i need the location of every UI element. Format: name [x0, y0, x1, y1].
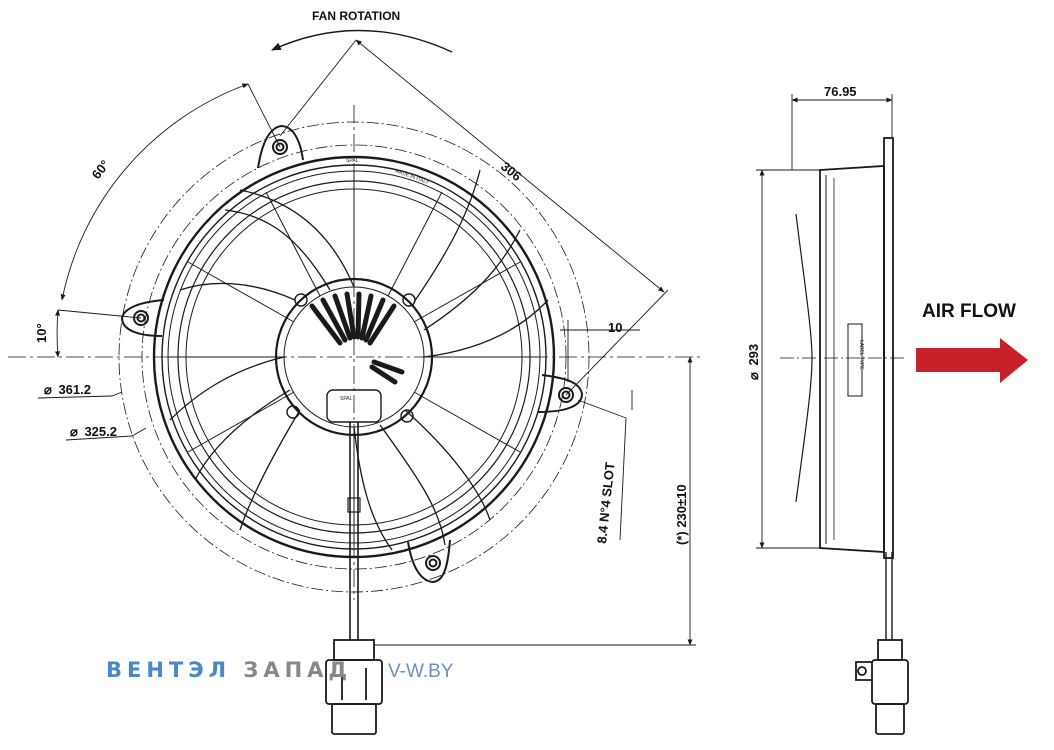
connector-side [855, 639, 909, 735]
dim-d325-text: 325.2 [84, 424, 117, 439]
dim-306-line [355, 39, 665, 293]
leader-d325 [65, 427, 147, 441]
dim-230-text: (*) 230±10 [674, 484, 689, 545]
dim-306-text: 306 [498, 159, 524, 184]
front-dimensions [37, 39, 696, 646]
dim-60deg-text: 60° [89, 157, 113, 182]
watermark-brand: ВЕНТЭЛ ЗАПАД [106, 658, 352, 682]
frame-brand-mark: SPAL [346, 158, 359, 164]
watermark-site: V-W.BY [388, 661, 454, 682]
frame-ring-2 [161, 164, 547, 550]
leader-slot [577, 399, 627, 541]
label-plate-brand: SPAL [340, 396, 353, 402]
mounting-ear-top [257, 124, 304, 169]
mounting-ear-right [537, 374, 584, 413]
dim-60deg-arc [60, 83, 249, 301]
air-flow-arrow [916, 338, 1028, 383]
diameter-symbol: ⌀ [70, 424, 78, 439]
motor-inner-ring [283, 286, 425, 428]
watermark-part1: ВЕНТЭЛ [106, 658, 231, 682]
diameter-symbol: ⌀ [746, 372, 761, 380]
dim-d325-group: ⌀ 325.2 [70, 424, 117, 439]
frame-outer-ring [152, 155, 556, 559]
side-label [847, 323, 863, 397]
circle-361 [118, 121, 590, 593]
dim-10-text: 10 [608, 320, 622, 335]
motor-screws [286, 293, 416, 423]
motor-housing [274, 277, 434, 437]
fan-rotation-arrow [271, 29, 453, 53]
diameter-symbol: ⌀ [44, 382, 52, 397]
leader-d361 [37, 391, 123, 399]
watermark-part2: ЗАПАД [243, 658, 352, 682]
mounting-ear-bottom [407, 539, 451, 584]
side-view: LABEL TYPE [780, 137, 909, 735]
front-view: SPAL SPAL MADE IN ITALY [8, 29, 700, 735]
dim-d293-text: 293 [746, 344, 761, 366]
side-flange [883, 137, 894, 559]
side-body [819, 165, 885, 553]
dim-10deg-arc [55, 309, 61, 358]
dim-slot-text: 8.4 N°4 SLOT [594, 461, 617, 544]
dim-10deg-text: 10° [34, 323, 49, 343]
connector-front [325, 639, 383, 735]
fan-rotation-title: FAN ROTATION [312, 9, 400, 23]
watermark: ВЕНТЭЛ ЗАПАД V-W.BY [106, 658, 454, 682]
side-dimension-texts: 76.95 ⌀ 293 [746, 84, 857, 380]
cable-clip [347, 497, 361, 513]
dim-d361-group: ⌀ 361.2 [44, 382, 91, 397]
dim-7695-text: 76.95 [824, 84, 857, 99]
air-flow-title: AIR FLOW [922, 301, 1016, 322]
dim-d361-text: 361.2 [58, 382, 91, 397]
side-dimensions [756, 94, 893, 549]
dim-d293-group: ⌀ 293 [746, 344, 761, 380]
side-blade-profile [795, 213, 813, 503]
front-dimension-texts: FAN ROTATION 306 60° 10° 10 ⌀ 361.2 ⌀ 32… [34, 9, 689, 545]
circle-325 [141, 144, 567, 570]
side-label-text: LABEL TYPE [858, 340, 864, 370]
motor-cooling-fins [309, 291, 405, 385]
frame-spokes [168, 170, 540, 545]
motor-label-plate [326, 389, 382, 423]
